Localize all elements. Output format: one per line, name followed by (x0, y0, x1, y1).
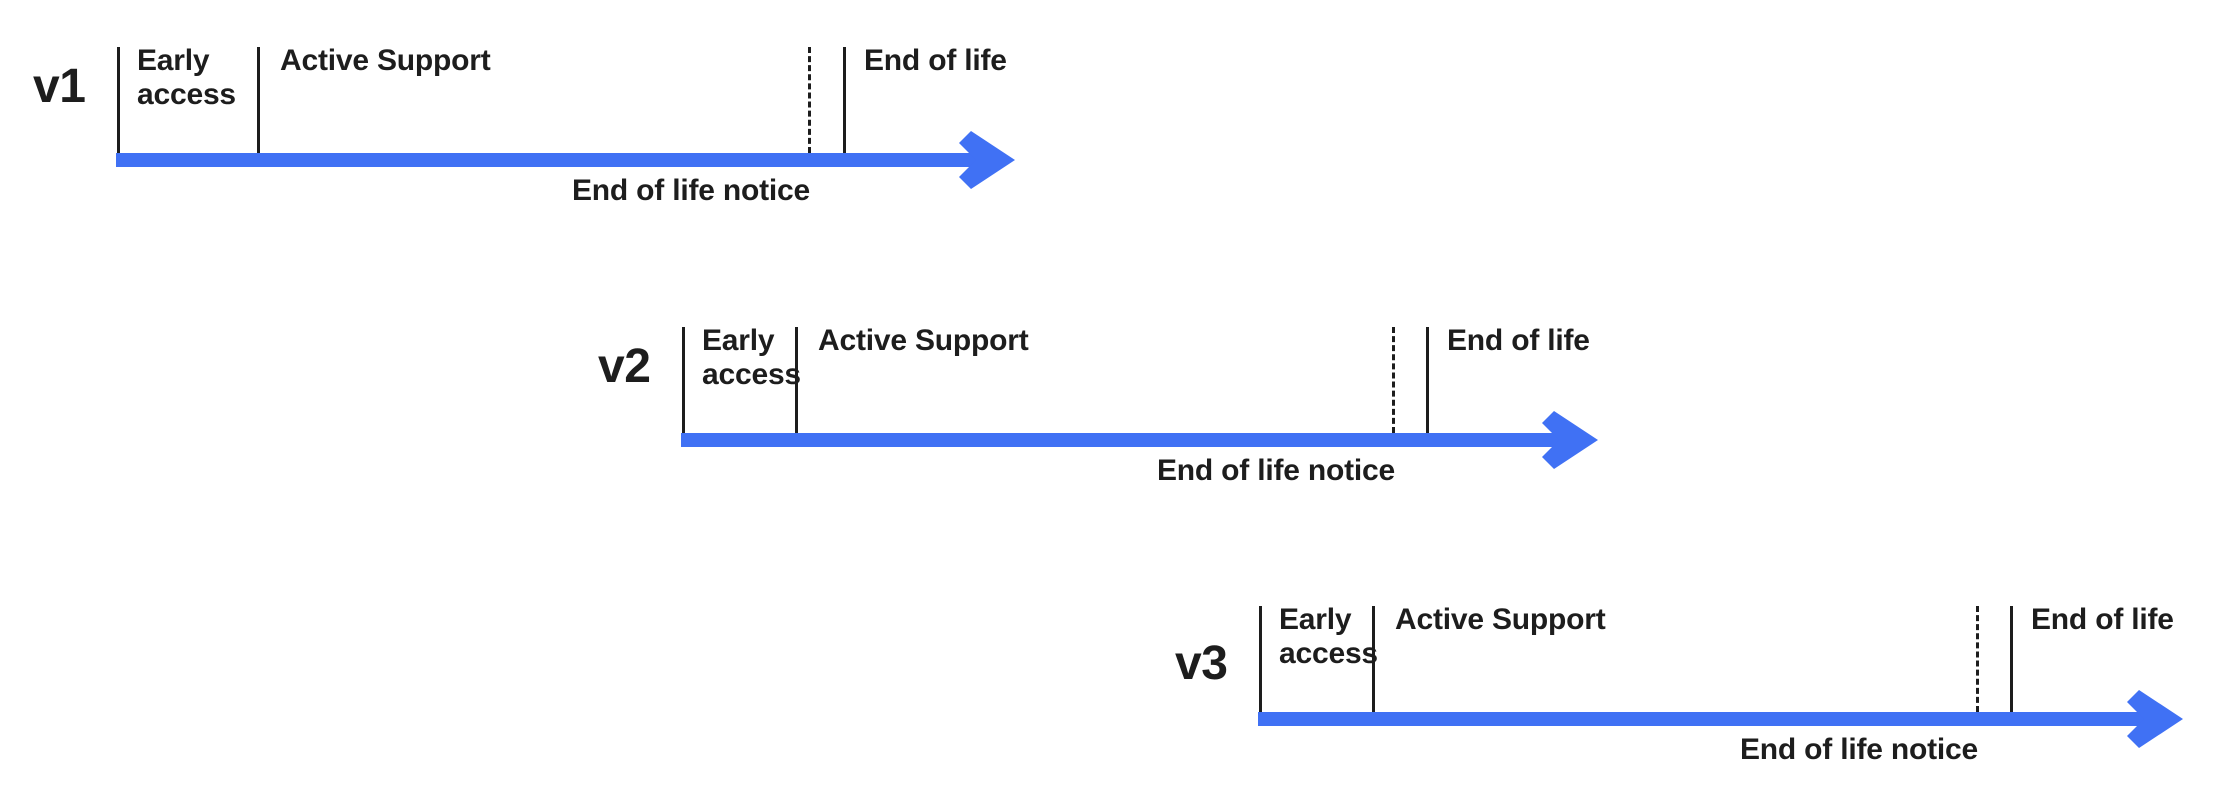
phase-label-active-support: Active Support (1395, 603, 1606, 636)
version-label-v3: v3 (1175, 637, 1228, 690)
phase-label-active-support: Active Support (818, 324, 1029, 357)
phase-divider-1 (795, 327, 798, 433)
timeline-bar (681, 433, 1562, 447)
phase-label-early-access: Early access (702, 324, 801, 391)
timeline-arrow-head (2127, 690, 2183, 748)
end-of-life-notice-label: End of life notice (1156, 454, 1396, 487)
timeline-arrow-head (1542, 411, 1598, 469)
phase-label-early-access: Early access (137, 44, 236, 111)
milestone-divider-dashed-2 (1392, 327, 1395, 433)
phase-label-end-of-life: End of life (1447, 324, 1590, 357)
phase-divider-3 (1426, 327, 1429, 433)
end-of-life-notice-label: End of life notice (1739, 733, 1979, 766)
phase-divider-1 (257, 47, 260, 153)
phase-divider-0 (117, 47, 120, 153)
phase-label-active-support: Active Support (280, 44, 491, 77)
phase-divider-0 (1259, 606, 1262, 712)
version-label-v2: v2 (598, 340, 651, 393)
phase-divider-0 (682, 327, 685, 433)
milestone-divider-dashed-2 (1976, 606, 1979, 712)
timeline-bar (1258, 712, 2147, 726)
phase-label-early-access: Early access (1279, 603, 1378, 670)
timeline-arrow-head (959, 131, 1015, 189)
phase-label-end-of-life: End of life (864, 44, 1007, 77)
timeline-bar (116, 153, 979, 167)
phase-label-end-of-life: End of life (2031, 603, 2174, 636)
end-of-life-notice-label: End of life notice (571, 174, 811, 207)
phase-divider-1 (1372, 606, 1375, 712)
phase-divider-3 (2010, 606, 2013, 712)
phase-divider-3 (843, 47, 846, 153)
version-label-v1: v1 (33, 60, 86, 113)
milestone-divider-dashed-2 (808, 47, 811, 153)
